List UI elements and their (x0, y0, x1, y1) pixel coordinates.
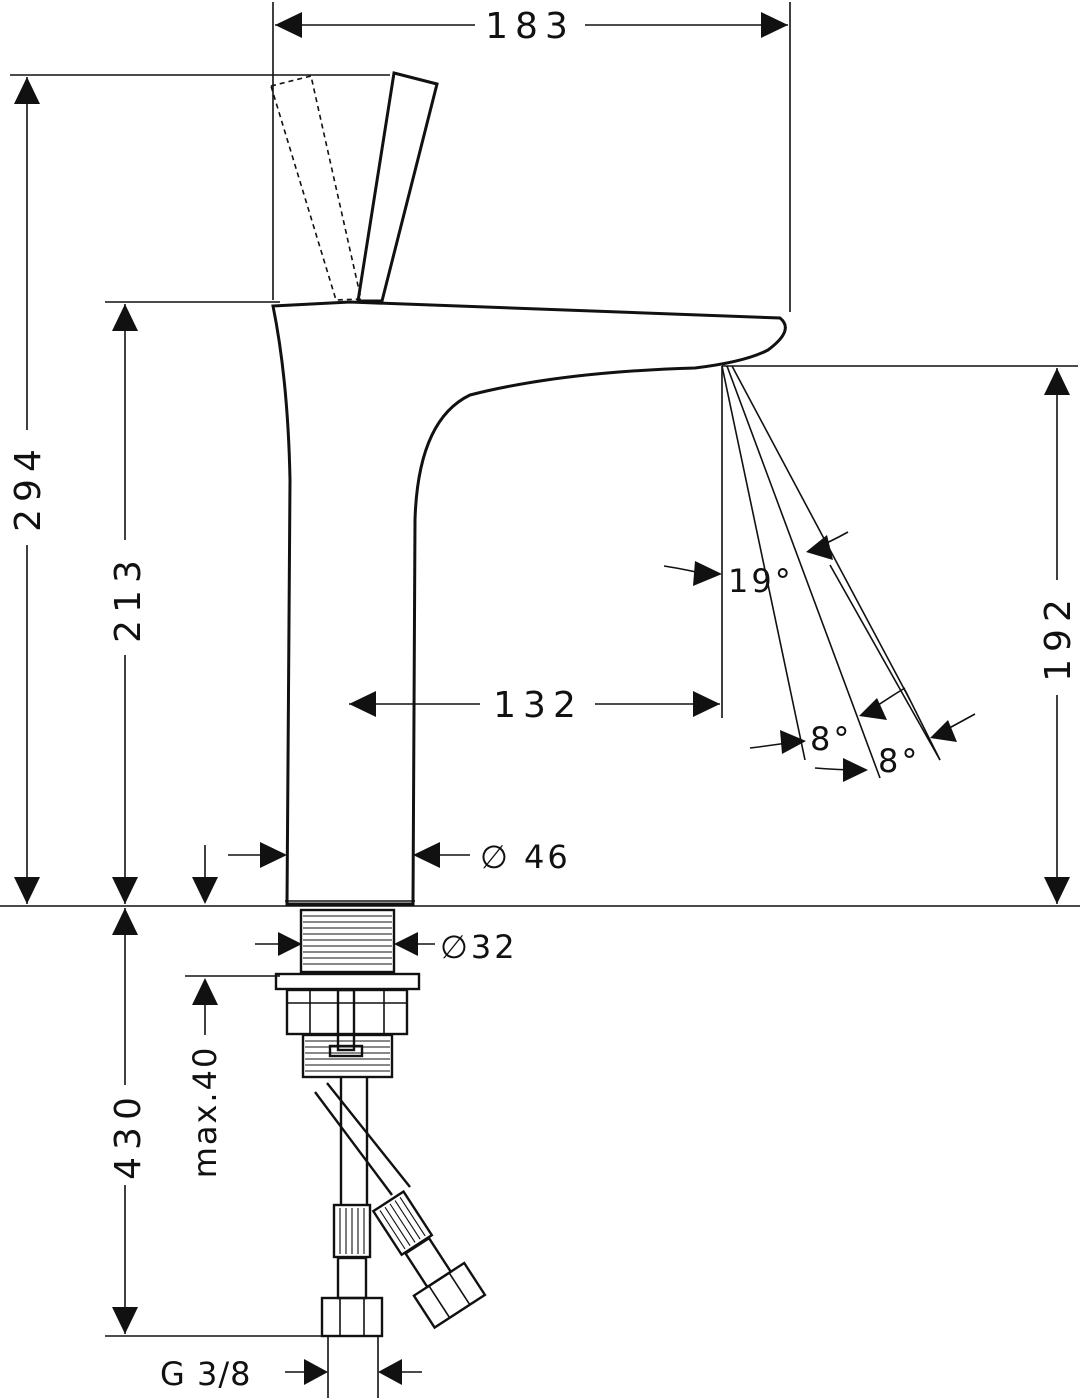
supply-hoses (314, 1078, 487, 1338)
dim-connection-thread: G 3/8 (160, 1355, 251, 1393)
dim-body-height: 213 (108, 553, 149, 643)
hose-fitting-straight (320, 1203, 384, 1338)
angle-spray-a: 8° (810, 720, 852, 758)
angle-arrowheads (693, 535, 957, 782)
lever-handle (269, 71, 439, 303)
dim-hose-length: 430 (108, 1090, 149, 1180)
dimension-lines (26, 24, 1058, 1373)
dim-overall-height: 294 (8, 442, 49, 532)
angle-spray: 19° (728, 562, 794, 600)
dim-body-diameter: ∅ 46 (480, 838, 571, 876)
hose-fitting-angled (371, 1189, 487, 1330)
dim-overall-width: 183 (485, 6, 575, 47)
dim-max-counter-thickness: max.40 (186, 1046, 224, 1179)
dim-shank-diameter: ∅32 (440, 928, 518, 966)
dimension-arrowheads (14, 12, 1070, 1385)
dim-spout-height: 192 (1038, 592, 1079, 682)
angle-spray-b: 8° (878, 742, 920, 780)
mounting-shank (274, 908, 421, 1079)
dim-spout-reach: 132 (493, 685, 583, 726)
spray-lines (663, 365, 976, 779)
faucet-body (271, 300, 787, 906)
